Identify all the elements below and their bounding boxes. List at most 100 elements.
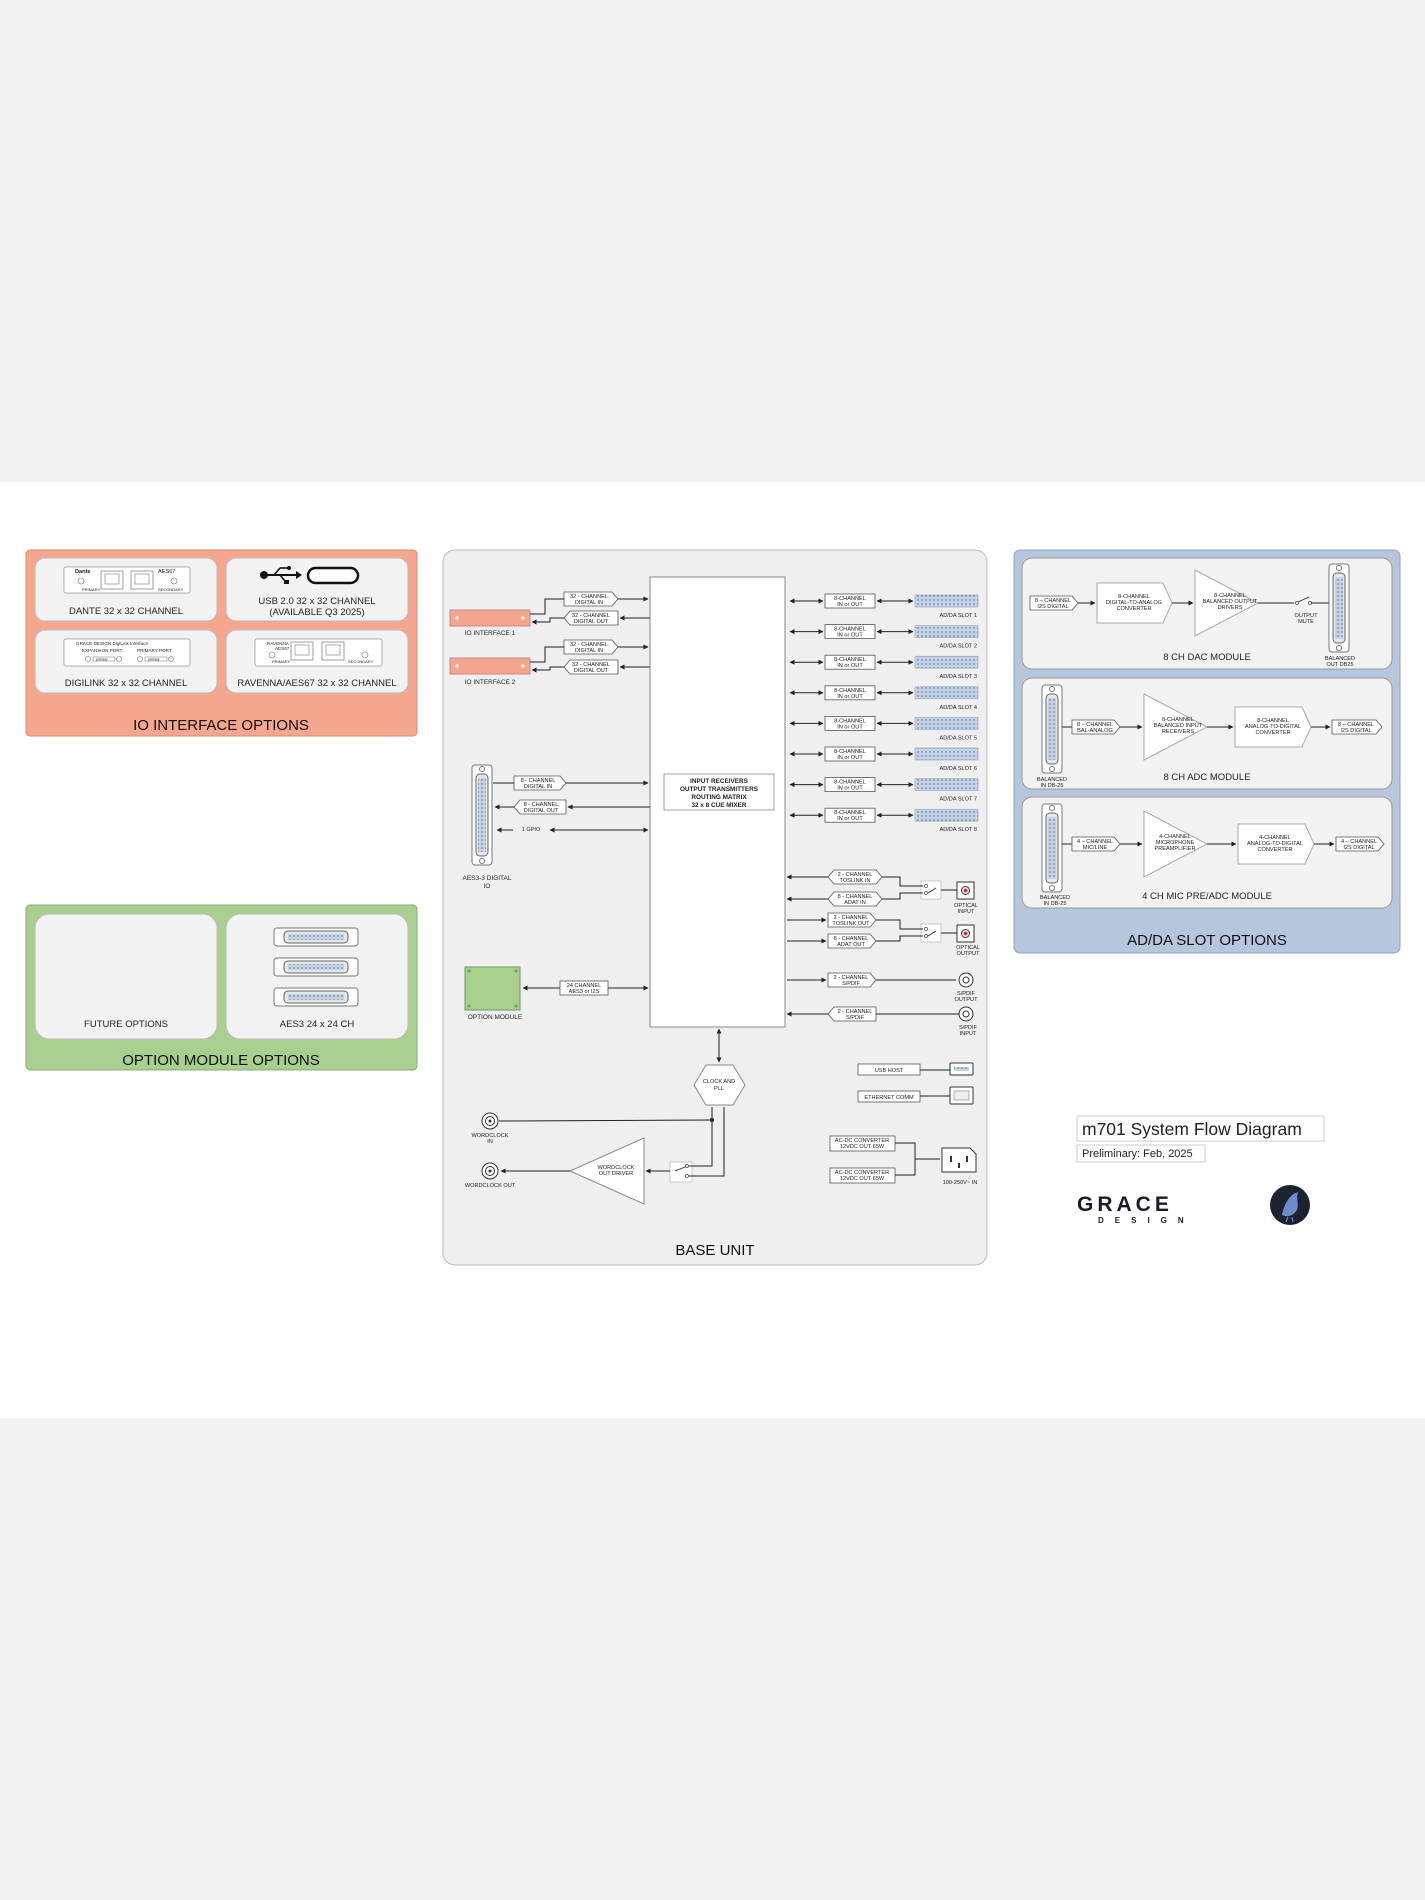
digilink-header: GRACE DESIGN DigiLink Interface bbox=[76, 641, 148, 646]
io-interface-title: IO INTERFACE OPTIONS bbox=[133, 717, 309, 734]
svg-text:DIGITAL OUT: DIGITAL OUT bbox=[524, 808, 559, 814]
svg-text:8-CHANNEL: 8-CHANNEL bbox=[834, 657, 866, 663]
digilink-primary: PRIMARY PORT bbox=[137, 648, 172, 653]
db25-connector-icon bbox=[273, 957, 359, 977]
db25-input-icon bbox=[1041, 803, 1063, 893]
svg-text:DIGITAL-TO-ANALOG: DIGITAL-TO-ANALOG bbox=[1106, 600, 1162, 606]
svg-text:CONVERTER: CONVERTER bbox=[1257, 847, 1292, 853]
module-adc[interactable]: BALANCED IN DB-25 8 – CHANNEL BAL-ANALOG… bbox=[1021, 677, 1393, 790]
svg-text:IN DB-25: IN DB-25 bbox=[1043, 901, 1066, 907]
optical-io[interactable]: 2 - CHANNEL TOSLINK IN 8 - CHANNEL ADAT … bbox=[786, 869, 980, 957]
svg-text:MICROPHONE: MICROPHONE bbox=[1156, 840, 1195, 846]
system-flow-diagram: IO INTERFACE OPTIONS Dante AES67 PRIMARY… bbox=[25, 549, 1401, 1266]
svg-text:I2S DIGITAL: I2S DIGITAL bbox=[1343, 845, 1374, 851]
svg-text:12VDC OUT 65W: 12VDC OUT 65W bbox=[840, 1176, 885, 1182]
module-dac[interactable]: 8 – CHANNEL I2S DIGITAL 8-CHANNEL DIGITA… bbox=[1021, 557, 1393, 670]
svg-text:INPUT: INPUT bbox=[958, 909, 975, 915]
svg-text:OUTPUT: OUTPUT bbox=[955, 997, 979, 1003]
card-usb[interactable]: USB 2.0 32 x 32 CHANNEL (AVAILABLE Q3 20… bbox=[225, 557, 409, 622]
wordclock-io[interactable]: WORDCLOCK IN WORDCLOCK OUT WORDCLOCK OUT… bbox=[465, 1107, 725, 1205]
svg-text:TOSLINK IN: TOSLINK IN bbox=[840, 878, 871, 884]
svg-text:12VDC OUT 65W: 12VDC OUT 65W bbox=[840, 1144, 885, 1150]
svg-text:8 - CHANNEL: 8 - CHANNEL bbox=[521, 778, 556, 784]
svg-text:IN or OUT: IN or OUT bbox=[837, 633, 863, 639]
ravenna-secondary: SECONDARY bbox=[348, 659, 374, 664]
spdif-io[interactable]: 2 - CHANNEL S/PDIF S/PDIF OUTPUT 2 - CHA… bbox=[786, 972, 979, 1037]
svg-text:8-CHANNEL: 8-CHANNEL bbox=[1214, 593, 1246, 599]
slot-connector-icon bbox=[914, 655, 979, 669]
svg-text:8-CHANNEL: 8-CHANNEL bbox=[1162, 717, 1194, 723]
svg-text:PLL: PLL bbox=[714, 1086, 724, 1092]
mic-title: 4 CH MIC PRE/ADC MODULE bbox=[1142, 891, 1272, 902]
svg-text:S/PDIF: S/PDIF bbox=[846, 1015, 865, 1021]
svg-text:8 – CHANNEL: 8 – CHANNEL bbox=[1338, 722, 1374, 728]
slot-connector-icon bbox=[914, 686, 979, 700]
svg-text:8-CHANNEL: 8-CHANNEL bbox=[834, 627, 866, 633]
svg-text:OUTPUT: OUTPUT bbox=[1295, 613, 1319, 619]
svg-text:CLOCK AND: CLOCK AND bbox=[703, 1079, 735, 1085]
svg-text:32 - CHANNEL: 32 - CHANNEL bbox=[570, 594, 608, 600]
svg-text:32 x 8 CUE MIXER: 32 x 8 CUE MIXER bbox=[691, 802, 746, 809]
ravenna-primary: PRIMARY bbox=[272, 659, 290, 664]
svg-text:BALANCED INPUT: BALANCED INPUT bbox=[1154, 723, 1203, 729]
svg-text:OPTION MODULE: OPTION MODULE bbox=[468, 1014, 523, 1021]
ravenna-label: RAVENNA/AES67 32 x 32 CHANNEL bbox=[237, 678, 396, 689]
svg-text:MIC/LINE: MIC/LINE bbox=[1083, 845, 1108, 851]
digilink-expansion: EXPANSION PORT bbox=[82, 648, 123, 653]
usb-host-port[interactable]: USB HOST bbox=[857, 1062, 974, 1076]
option-module-panel: OPTION MODULE OPTIONS FUTURE OPTIONS bbox=[25, 904, 418, 1071]
slot-connector-icon bbox=[914, 625, 979, 638]
card-dante[interactable]: Dante AES67 PRIMARY SECONDARY DANTE 32 x… bbox=[34, 557, 218, 622]
svg-text:OUT DRIVER: OUT DRIVER bbox=[599, 1171, 633, 1177]
slot-label: AD/DA SLOT 4 bbox=[939, 705, 977, 711]
svg-text:8-CHANNEL: 8-CHANNEL bbox=[1118, 594, 1150, 600]
option-module-slot[interactable]: OPTION MODULE 24 CHANNEL AES3 or I2S bbox=[464, 966, 649, 1021]
svg-text:WORDCLOCK OUT: WORDCLOCK OUT bbox=[465, 1183, 516, 1189]
svg-text:IN or OUT: IN or OUT bbox=[837, 694, 863, 700]
diagram-title: m701 System Flow Diagram bbox=[1082, 1119, 1302, 1139]
card-future-options[interactable]: FUTURE OPTIONS bbox=[34, 913, 218, 1040]
svg-text:IN or OUT: IN or OUT bbox=[837, 786, 863, 792]
logo-grace: GRACE bbox=[1077, 1193, 1173, 1216]
svg-text:DRIVERS: DRIVERS bbox=[1218, 605, 1243, 611]
svg-text:8-CHANNEL: 8-CHANNEL bbox=[834, 749, 866, 755]
svg-text:TOSLINK OUT: TOSLINK OUT bbox=[832, 921, 870, 927]
module-mic-pre[interactable]: BALANCED IN DB-25 4 – CHANNEL MIC/LINE 4… bbox=[1021, 796, 1393, 909]
svg-text:4 – CHANNEL: 4 – CHANNEL bbox=[1341, 839, 1377, 845]
svg-text:ANALOG-TO-DIGITAL: ANALOG-TO-DIGITAL bbox=[1247, 841, 1303, 847]
svg-text:AES3-3 DIGITAL: AES3-3 DIGITAL bbox=[462, 875, 511, 882]
slot-label: AD/DA SLOT 6 bbox=[939, 766, 977, 772]
core-processor: INPUT RECEIVERS OUTPUT TRANSMITTERS ROUT… bbox=[649, 576, 786, 1028]
card-digilink[interactable]: GRACE DESIGN DigiLink Interface EXPANSIO… bbox=[34, 629, 218, 694]
svg-text:BAL-ANALOG: BAL-ANALOG bbox=[1077, 728, 1113, 734]
ethernet-port[interactable]: ETHERNET COMM bbox=[857, 1086, 974, 1105]
svg-text:BALANCED: BALANCED bbox=[1040, 895, 1070, 901]
dante-aes67: AES67 bbox=[158, 569, 175, 575]
svg-text:8 - CHANNEL: 8 - CHANNEL bbox=[838, 894, 873, 900]
dac-title: 8 CH DAC MODULE bbox=[1163, 652, 1251, 663]
svg-text:IN or OUT: IN or OUT bbox=[837, 602, 863, 608]
svg-text:8 - CHANNEL: 8 - CHANNEL bbox=[524, 802, 559, 808]
title-block: m701 System Flow Diagram Preliminary: Fe… bbox=[1076, 1115, 1325, 1225]
card-aes3[interactable]: AES3 24 x 24 CH bbox=[225, 913, 409, 1040]
io-interface-1[interactable]: IO INTERFACE 1 32 - CHANNEL DIGITAL IN 3… bbox=[449, 591, 650, 637]
svg-text:I2S DIGITAL: I2S DIGITAL bbox=[1037, 604, 1068, 610]
svg-text:primary: primary bbox=[96, 658, 108, 662]
usb-c-port-icon bbox=[306, 566, 360, 585]
svg-text:32 - CHANNEL: 32 - CHANNEL bbox=[572, 613, 610, 619]
svg-text:OPTICAL: OPTICAL bbox=[954, 903, 978, 909]
aes3-digital-io[interactable]: AES3-3 DIGITAL IO 8 - CHANNEL DIGITAL IN… bbox=[462, 764, 650, 890]
io-interface-2[interactable]: IO INTERFACE 2 32 - CHANNEL DIGITAL IN 3… bbox=[449, 639, 650, 686]
iec-inlet-icon[interactable] bbox=[941, 1147, 977, 1173]
card-ravenna[interactable]: RAVENNA AES67 PRIMARY SECONDARY RAVENNA/… bbox=[225, 629, 409, 694]
svg-text:S/PDIF: S/PDIF bbox=[957, 991, 976, 997]
